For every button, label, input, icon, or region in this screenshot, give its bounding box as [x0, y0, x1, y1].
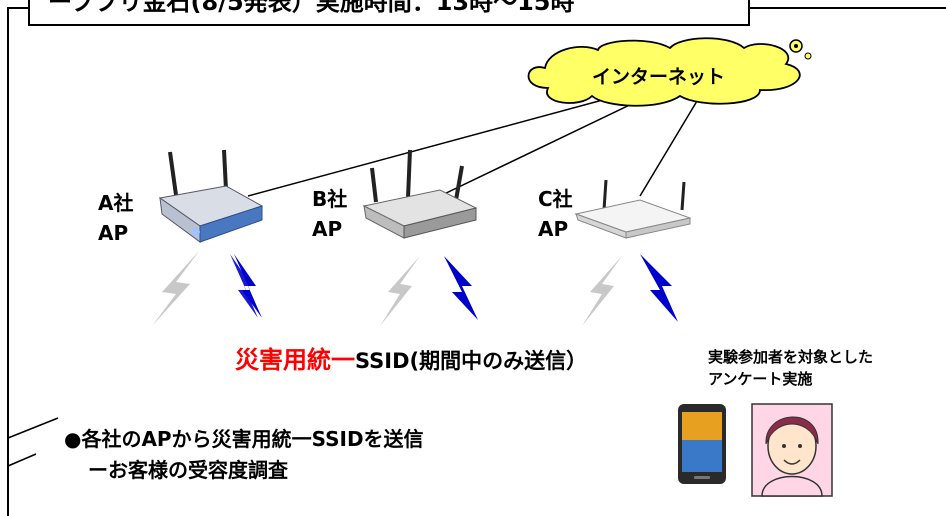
ssid-black-text: SSID(期間中のみ送信） — [355, 349, 588, 373]
callout-line — [7, 417, 59, 439]
connection-line-a — [247, 97, 611, 197]
person-icon — [751, 403, 833, 497]
ssid-caption: 災害用統一SSID(期間中のみ送信） — [235, 340, 587, 375]
cloud-icon — [527, 37, 812, 107]
ap-a-type-label: AP — [98, 221, 129, 245]
ap-c-company-label: C社 — [538, 187, 573, 211]
ssid-red-text: 災害用統一 — [235, 346, 355, 374]
cloud-label: インターネット — [592, 66, 726, 88]
wireless-signal-icon — [582, 254, 678, 326]
survey-line-1: 実験参加者を対象とした — [708, 348, 874, 366]
callout-line — [7, 453, 37, 467]
ap-b-company-label: B社 — [312, 187, 348, 211]
page-title: ープブリ金石(8/5発表）実施時間：13時〜15時 — [28, 0, 750, 26]
connection-line-b — [439, 99, 641, 197]
frame-left-line — [7, 7, 28, 516]
wireless-signal-icon — [380, 256, 478, 326]
ap-a-company-label: A社 — [98, 191, 134, 215]
wireless-signal-icon — [152, 250, 262, 326]
router-icon — [574, 179, 692, 239]
survey-note: 実験参加者を対象とした アンケート実施 — [708, 346, 873, 390]
connection-line-c — [639, 95, 701, 197]
bullet-block: ●各社のAPから災害用統一SSIDを送信 ーお客様の受容度調査 — [64, 424, 424, 486]
smartphone-icon — [678, 404, 726, 484]
bullet-line-1: ●各社のAPから災害用統一SSIDを送信 — [64, 427, 424, 451]
router-icon — [362, 149, 478, 239]
ap-c-type-label: AP — [538, 217, 569, 241]
router-icon — [158, 149, 264, 243]
ap-b-type-label: AP — [312, 217, 343, 241]
survey-line-2: アンケート実施 — [708, 370, 813, 388]
bullet-line-2: ーお客様の受容度調査 — [88, 458, 288, 482]
